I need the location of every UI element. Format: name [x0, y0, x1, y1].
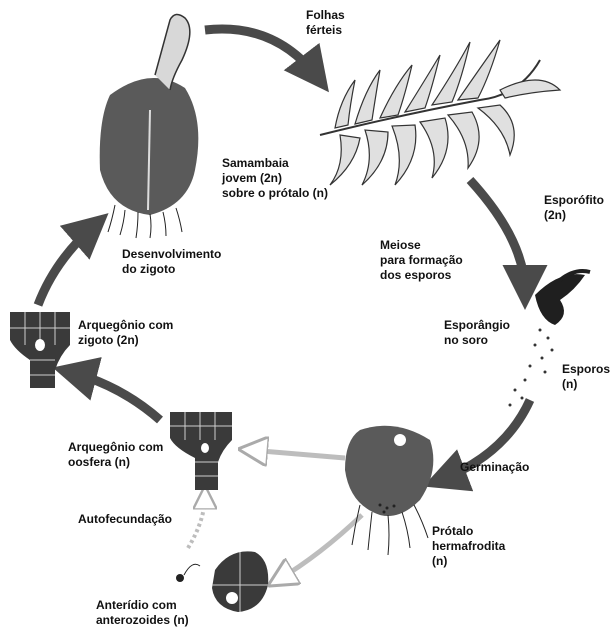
arrow-self-fertilization — [188, 495, 205, 548]
archegonium-with-oosphere — [170, 412, 232, 490]
young-fern-on-prothallus — [100, 14, 199, 238]
arrow-to-fertile-leaves — [205, 29, 318, 78]
arrow-to-archegonium-zygote — [70, 372, 160, 420]
label-spores: Esporos(n) — [562, 362, 610, 392]
arrow-to-sporangium — [470, 180, 525, 292]
archegonium-with-zygote — [10, 312, 70, 388]
arrow-to-young-sporophyte — [38, 225, 95, 305]
antheridium-with-antherozoids — [176, 551, 268, 612]
arrow-prothallus-to-archegonium — [250, 450, 345, 458]
label-germination: Germinação — [460, 460, 529, 475]
hermaphrodite-prothallus — [345, 426, 433, 555]
arrow-prothallus-to-antheridium — [278, 515, 362, 580]
sporangium — [535, 271, 590, 325]
spores — [509, 329, 554, 407]
label-sporophyte: Esporófito(2n) — [544, 193, 604, 223]
label-self-fertilization: Autofecundação — [78, 512, 172, 527]
fern-sporophyte — [320, 40, 560, 185]
